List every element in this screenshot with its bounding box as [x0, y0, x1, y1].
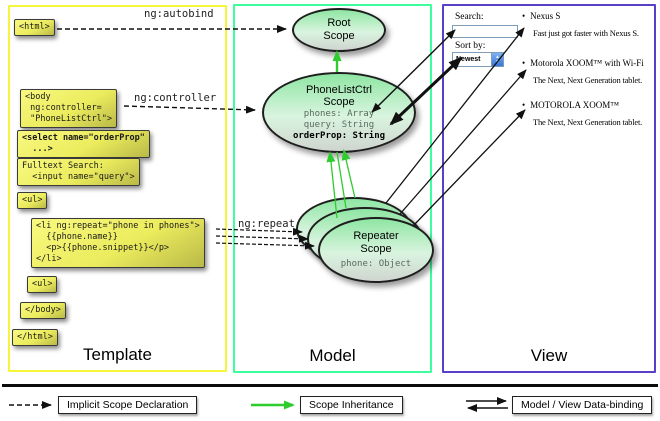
repeater-scope-ellipse: Repeater Scope phone: Object: [318, 217, 434, 283]
code-box-html-open: <html>: [14, 19, 55, 37]
phone-name: Motorola XOOM™ with Wi-Fi: [530, 58, 644, 68]
prop-query: query: String: [303, 119, 375, 130]
dashed-arrow-icon: [9, 401, 52, 409]
legend-scope-inheritance: Scope Inheritance: [300, 396, 403, 414]
code-box-body-open: <body ng:controller= "PhoneListCtrl">: [20, 89, 117, 129]
phone-list-item: • Motorola XOOM™ with Wi-Fi The Next, Nex…: [522, 58, 648, 85]
prop-orderprop: orderProp: String: [292, 130, 386, 141]
double-arrow-icon: [466, 397, 508, 412]
search-label: Search:: [455, 12, 484, 22]
bullet-icon: •: [522, 100, 526, 110]
bullet-icon: •: [522, 11, 526, 21]
prop-phone: phone: Object: [340, 258, 412, 269]
repeater-scope-title: Repeater Scope: [353, 230, 399, 256]
phone-snippet: The Next, Next Generation tablet.: [533, 117, 643, 127]
search-input[interactable]: [452, 25, 518, 38]
sort-select-value: Newest: [456, 56, 481, 63]
phone-name: MOTOROLA XOOM™: [530, 100, 620, 110]
phone-name: Nexus S: [530, 11, 561, 21]
code-box-body-close: </body>: [20, 302, 66, 320]
green-arrow-icon: [251, 400, 295, 410]
phonelistctrl-scope-title: PhoneListCtrl Scope: [305, 83, 373, 109]
sort-by-label: Sort by:: [455, 41, 486, 51]
phone-snippet: Fast just got faster with Nexus S.: [533, 28, 639, 38]
code-box-select-orderprop: <select name="orderProp" ...>: [17, 130, 150, 159]
sort-select[interactable]: Newest ▲▼: [452, 52, 504, 67]
legend-data-binding: Model / View Data-binding: [512, 396, 653, 414]
model-panel-label: Model: [309, 346, 356, 365]
view-panel: View Search: Sort by: Newest ▲▼ • Nexus S…: [442, 4, 656, 373]
phone-list-item: • MOTOROLA XOOM™ The Next, Next Generatio…: [522, 100, 648, 127]
phone-list-item: • Nexus S Fast just got faster with Nexus…: [522, 11, 648, 38]
root-scope-title: Root Scope: [323, 17, 355, 42]
legend-implicit-scope: Implicit Scope Declaration: [58, 396, 198, 414]
code-box-fulltext-search: Fulltext Search: <input name="query">: [17, 158, 140, 187]
ng-autobind-label: ng:autobind: [144, 8, 214, 20]
phonelistctrl-scope-ellipse: PhoneListCtrl Scope phones: Array query:…: [262, 72, 416, 153]
code-box-ul-close: <ul>: [27, 276, 58, 294]
legend-separator: [2, 384, 658, 387]
phone-snippet: The Next, Next Generation tablet.: [533, 75, 643, 85]
code-box-html-close: </html>: [12, 329, 58, 347]
bullet-icon: •: [522, 58, 526, 68]
template-panel-label: Template: [83, 345, 152, 364]
ng-repeat-label: ng:repeat: [238, 218, 295, 230]
prop-phones: phones: Array: [303, 108, 375, 119]
code-box-li-repeat: <li ng:repeat="phone in phones"> {{phone…: [31, 218, 205, 269]
root-scope-ellipse: Root Scope: [292, 8, 386, 52]
ng-controller-label: ng:controller: [134, 92, 217, 104]
select-stepper-icon: ▲▼: [491, 53, 503, 66]
model-panel: Model: [233, 4, 432, 373]
view-panel-label: View: [530, 346, 568, 365]
code-box-ul-open: <ul>: [17, 192, 48, 210]
